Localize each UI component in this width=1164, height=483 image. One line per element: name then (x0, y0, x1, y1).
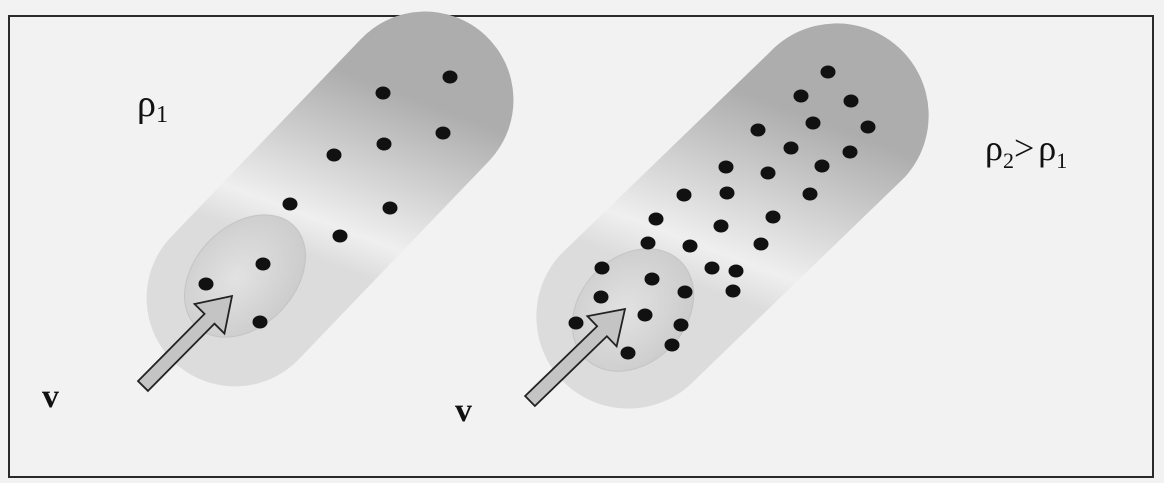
particle-dot (677, 189, 692, 202)
particle-dot (705, 262, 720, 275)
particle-dot (383, 202, 398, 215)
density-label-left: ρ1 (137, 83, 168, 128)
particle-dot (821, 66, 836, 79)
particle-dot (751, 124, 766, 137)
particle-dot (443, 71, 458, 84)
density-comparison-label: ρ2>ρ1 (985, 128, 1067, 173)
particle-dot (377, 138, 392, 151)
particle-dot (754, 238, 769, 251)
particle-dot (595, 262, 610, 275)
particle-dot (794, 90, 809, 103)
velocity-label-left: v (42, 378, 59, 415)
particle-dot (256, 258, 271, 271)
particle-dot (844, 95, 859, 108)
particle-dot (645, 273, 660, 286)
cylinder-high-density (536, 23, 928, 408)
particle-dot (674, 319, 689, 332)
particle-dot (719, 161, 734, 174)
particle-dot (720, 187, 735, 200)
particle-dot (199, 278, 214, 291)
particle-dot (649, 213, 664, 226)
particle-dot (594, 291, 609, 304)
particle-dot (815, 160, 830, 173)
particle-dot (665, 339, 680, 352)
velocity-label-right: v (455, 392, 472, 429)
particle-dot (333, 230, 348, 243)
particle-dot (641, 237, 656, 250)
particle-dot (683, 240, 698, 253)
particle-dot (726, 285, 741, 298)
particle-dot (376, 87, 391, 100)
particle-dot (843, 146, 858, 159)
particle-dot (761, 167, 776, 180)
particle-dot (806, 117, 821, 130)
particle-dot (729, 265, 744, 278)
particle-dot (714, 220, 729, 233)
particle-dot (678, 286, 693, 299)
particle-dot (253, 316, 268, 329)
particle-dot (436, 127, 451, 140)
particle-dot (784, 142, 799, 155)
particle-dot (766, 211, 781, 224)
particle-dot (569, 317, 584, 330)
particle-dot (803, 188, 818, 201)
particle-dot (327, 149, 342, 162)
particle-dot (283, 198, 298, 211)
particle-dot (638, 309, 653, 322)
particle-dot (621, 347, 636, 360)
particle-dot (861, 121, 876, 134)
